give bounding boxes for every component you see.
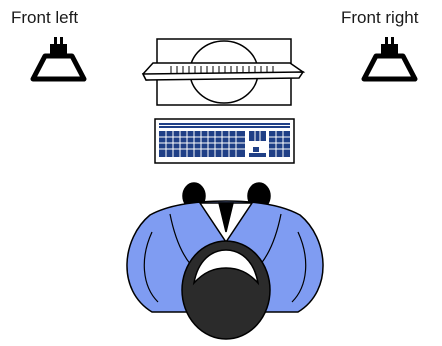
front-right-speaker-icon [364, 37, 415, 79]
front-left-speaker-icon [33, 37, 84, 79]
monitor-icon [143, 39, 303, 105]
person-top-view-icon [127, 183, 323, 339]
keyboard-icon [155, 119, 294, 163]
